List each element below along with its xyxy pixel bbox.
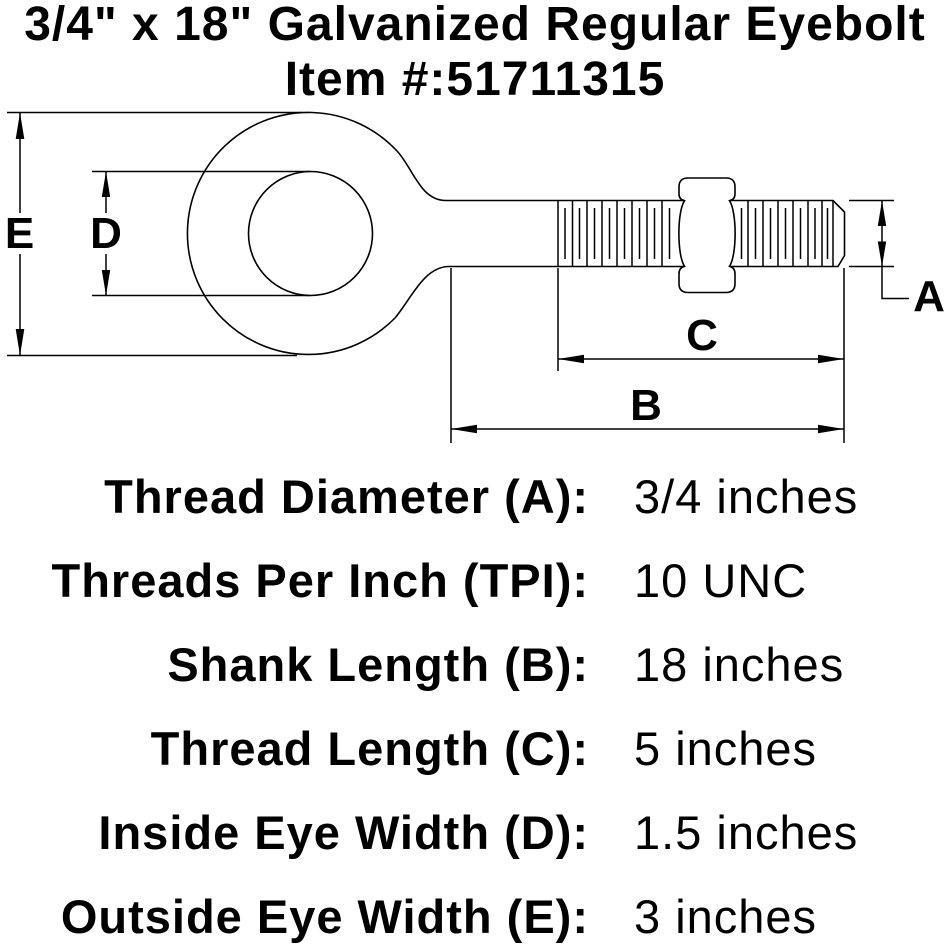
arrowhead-left-icon <box>558 354 584 364</box>
arrowhead-down-icon <box>15 329 25 356</box>
dimension-D: D <box>87 170 310 297</box>
spec-value: 18 inches <box>634 638 845 691</box>
spec-label: Shank Length (B): <box>167 638 589 691</box>
dim-label-D: D <box>90 209 122 258</box>
dimension-C: C <box>557 268 845 443</box>
dim-label-B: B <box>630 381 662 430</box>
arrowhead-right-icon <box>818 354 844 364</box>
arrowhead-left-icon <box>451 424 477 434</box>
arrowhead-right-icon <box>818 424 844 434</box>
dimension-E: E <box>1 111 302 357</box>
arrowhead-down-icon <box>877 241 887 267</box>
spec-label: Threads Per Inch (TPI): <box>51 554 589 607</box>
eye-outer-ring <box>186 111 398 356</box>
spec-value: 5 inches <box>634 722 818 775</box>
shank-outline <box>394 150 846 319</box>
spec-label: Thread Diameter (A): <box>104 470 589 523</box>
item-number: Item #:51711315 <box>284 53 666 106</box>
spec-value: 10 UNC <box>634 554 808 607</box>
eyebolt-technical-drawing: E D A C B <box>1 111 945 443</box>
dim-label-E: E <box>5 209 34 258</box>
spec-row-shank-length: Shank Length (B): 18 inches <box>0 635 950 695</box>
thread-marks <box>557 200 834 267</box>
arrowhead-up-icon <box>15 112 25 139</box>
spec-label: Inside Eye Width (D): <box>98 806 589 859</box>
spec-row-inside-eye-width: Inside Eye Width (D): 1.5 inches <box>0 803 950 863</box>
dim-label-C: C <box>686 311 718 360</box>
spec-label: Thread Length (C): <box>150 722 589 775</box>
spec-label: Outside Eye Width (E): <box>60 890 589 943</box>
arrowhead-up-icon <box>101 171 111 197</box>
spec-row-thread-diameter: Thread Diameter (A): 3/4 inches <box>0 467 950 527</box>
spec-row-thread-length: Thread Length (C): 5 inches <box>0 719 950 779</box>
spec-value: 3/4 inches <box>634 470 859 523</box>
dim-label-A: A <box>913 272 945 321</box>
page-title: 3/4" x 18" Galvanized Regular Eyebolt <box>24 0 926 51</box>
eyebolt-outline <box>186 111 846 356</box>
eye-inner-hole <box>247 170 374 297</box>
spec-value: 1.5 inches <box>634 806 859 859</box>
arrowhead-down-icon <box>101 270 111 296</box>
spec-row-outside-eye-width: Outside Eye Width (E): 3 inches <box>0 887 950 947</box>
spec-value: 3 inches <box>634 890 818 943</box>
arrowhead-up-icon <box>877 200 887 226</box>
dimension-B: B <box>450 268 844 443</box>
spec-row-threads-per-inch: Threads Per Inch (TPI): 10 UNC <box>0 551 950 611</box>
dimension-A: A <box>849 199 945 321</box>
hex-nut <box>678 177 736 294</box>
